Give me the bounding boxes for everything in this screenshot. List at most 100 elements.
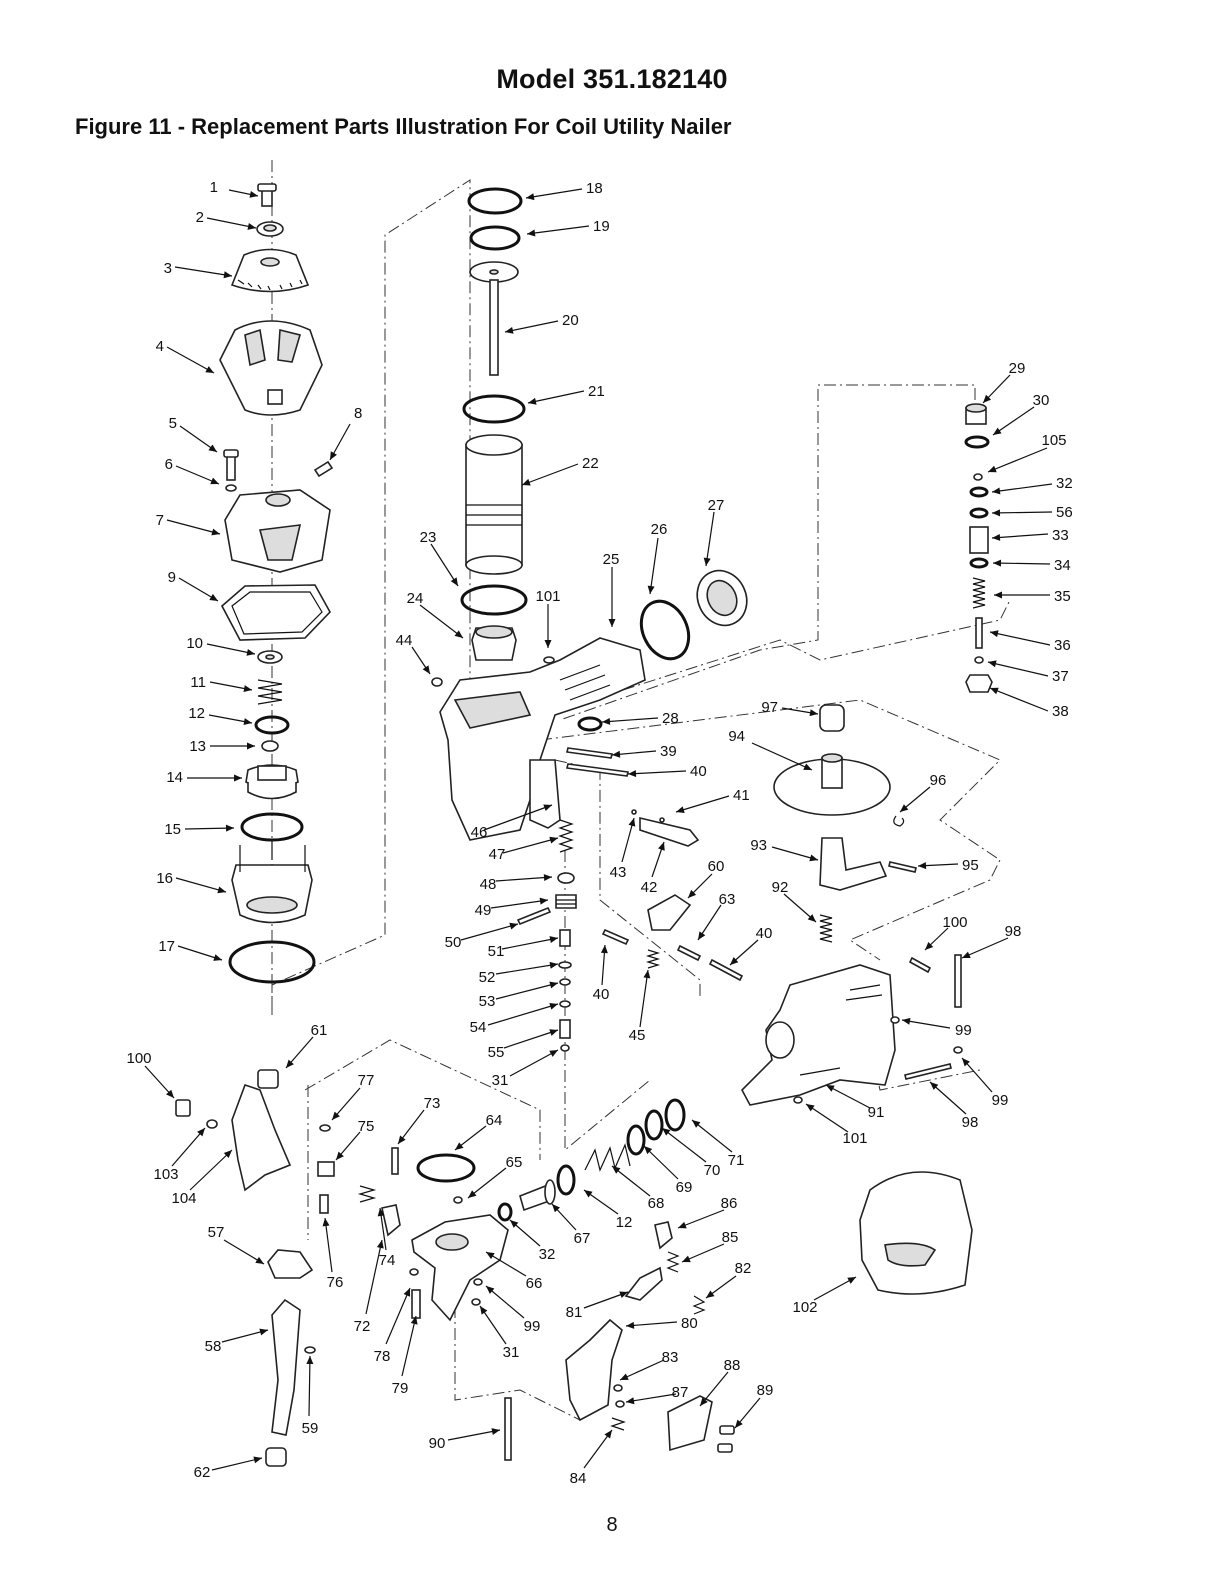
part-28-o-ring: [577, 716, 603, 732]
callout-leader: [751, 742, 813, 771]
callout-leader: [495, 982, 559, 1000]
part-46-trigger-bracket: [529, 759, 561, 829]
part-6-washer: [225, 484, 237, 492]
part-32-o-ring: [497, 1202, 513, 1222]
callout-leader: [189, 1149, 233, 1191]
callout-arrowhead: [662, 1128, 671, 1136]
callout-arrowhead: [925, 941, 934, 950]
callout-arrowhead: [377, 1208, 385, 1217]
callout-arrowhead: [223, 271, 232, 279]
callout-arrowhead: [225, 824, 234, 832]
callout-arrowhead: [330, 451, 337, 460]
callout-number: 52: [479, 969, 496, 986]
part-1-screw: [257, 183, 277, 207]
part-23-o-ring: [460, 584, 528, 616]
callout-arrowhead: [552, 1204, 560, 1213]
callout-arrowhead: [247, 222, 256, 230]
callout-number: 1: [210, 179, 218, 196]
callout-arrowhead: [918, 862, 927, 870]
callout-arrowhead: [526, 193, 535, 201]
part-59-washer: [304, 1346, 316, 1354]
callout-arrowhead: [249, 190, 258, 198]
callout-leader: [611, 1165, 651, 1197]
callout-number: 74: [379, 1252, 396, 1269]
callout-number: 93: [750, 837, 767, 854]
callout-arrowhead: [619, 1291, 628, 1299]
callout-number: 10: [186, 635, 203, 652]
callout-arrowhead: [210, 477, 219, 485]
callout-arrowhead: [990, 630, 999, 638]
callout-leader: [929, 1081, 967, 1115]
part-5-bolt: [223, 449, 239, 481]
assembly-lines: [271, 160, 1011, 1421]
part-40-pin: [566, 763, 629, 777]
callout-number: 71: [728, 1152, 745, 1169]
callout-arrowhead: [528, 397, 537, 405]
callout-number: 45: [629, 1027, 646, 1044]
callout-number: 41: [733, 787, 750, 804]
part-60-trigger: [647, 894, 692, 931]
callout-arrowhead: [450, 577, 458, 586]
part-64-o-ring: [416, 1153, 476, 1183]
callout-leader: [467, 1167, 507, 1199]
callout-number: 85: [722, 1229, 739, 1246]
callout-arrowhead: [600, 945, 608, 954]
callout-leader: [487, 1003, 559, 1026]
callout-leader: [989, 687, 1049, 712]
callout-number: 40: [690, 763, 707, 780]
callout-leader: [991, 533, 1049, 539]
part-47-spring: [558, 819, 574, 853]
callout-leader: [485, 1285, 525, 1319]
part-68-spring: [584, 1143, 631, 1172]
part-31-99-rings: [471, 1278, 483, 1306]
callout-arrowhead: [543, 874, 552, 882]
callout-number: 28: [662, 710, 679, 727]
part-90-pin: [504, 1397, 512, 1461]
callout-leader: [992, 562, 1051, 565]
callout-number: 31: [503, 1344, 520, 1361]
callout-arrowhead: [962, 951, 971, 959]
callout-leader: [527, 390, 585, 404]
callout-arrowhead: [549, 1029, 558, 1036]
callout-arrowhead: [398, 1135, 406, 1144]
callout-number: 89: [757, 1382, 774, 1399]
callout-number: 67: [574, 1230, 591, 1247]
callout-number: 81: [566, 1304, 583, 1321]
callout-leader: [419, 604, 464, 639]
callout-leader: [184, 827, 235, 830]
callout-number: 62: [194, 1464, 211, 1481]
callout-leader: [211, 1457, 263, 1471]
callout-leader: [805, 1103, 849, 1133]
part-29-cap: [965, 403, 987, 425]
callout-arrowhead: [626, 1397, 635, 1405]
callout-leader: [649, 537, 659, 595]
figure-title: Figure 11 - Replacement Parts Illustrati…: [75, 114, 732, 139]
callout-arrowhead: [549, 981, 558, 989]
part-101-small-o-ring: [543, 656, 555, 664]
callout-leader: [385, 1287, 411, 1345]
callout-leader: [825, 1084, 871, 1109]
callout-leader: [502, 837, 559, 854]
callout-arrowhead: [549, 836, 558, 844]
callout-number: 88: [724, 1357, 741, 1374]
callout-arrowhead: [510, 1220, 519, 1228]
callout-number: 51: [488, 943, 505, 960]
part-97-knob: [819, 704, 845, 732]
callout-arrowhead: [992, 533, 1001, 541]
callout-leader: [677, 1209, 725, 1229]
part-40c-pin: [708, 958, 744, 982]
callout-number: 39: [660, 743, 677, 760]
part-8-spring-pin: [313, 460, 334, 478]
callout-arrowhead: [527, 229, 536, 237]
callout-leader: [625, 1393, 677, 1403]
callout-number: 66: [526, 1275, 543, 1292]
callout-number: 56: [1056, 504, 1073, 521]
callout-arrowhead: [403, 1288, 411, 1297]
part-104-nose-body: [231, 1083, 292, 1192]
part-89-screws: [717, 1425, 735, 1453]
part-78-79-screws: [409, 1268, 421, 1319]
callout-leader: [639, 969, 649, 1028]
callout-leader: [991, 483, 1053, 493]
callout-number: 31: [492, 1072, 509, 1089]
